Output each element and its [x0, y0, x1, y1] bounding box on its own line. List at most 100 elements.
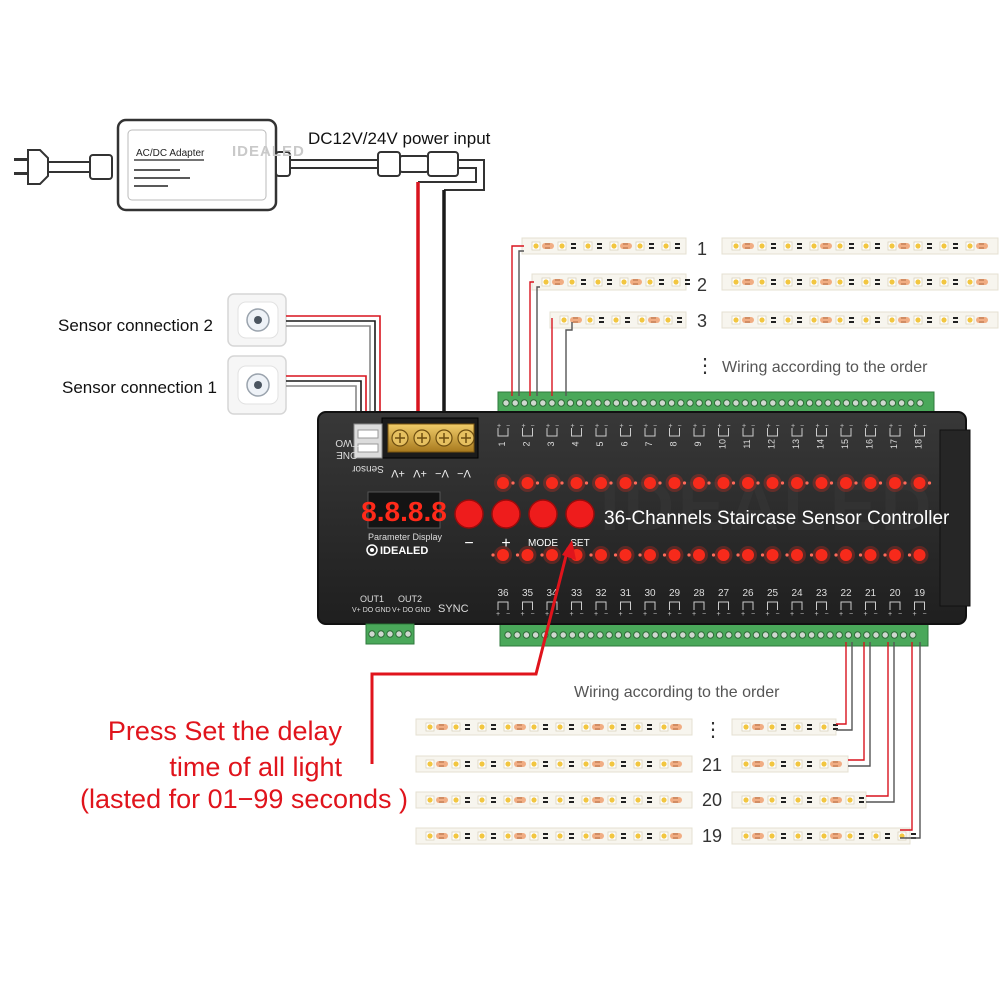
minus-label: − [464, 535, 473, 552]
channel-label-bottom: 34 [546, 588, 558, 599]
terminal-screw [807, 631, 816, 639]
minus-button[interactable] [454, 499, 484, 529]
svg-text:+: + [570, 611, 574, 618]
svg-text:−: − [531, 423, 535, 430]
led-strip-2b [721, 273, 999, 291]
terminal-screw [778, 399, 786, 407]
svg-text:−: − [923, 423, 927, 430]
channel-label-top: 13 [791, 439, 801, 449]
svg-text:+: + [815, 611, 819, 618]
terminal-screw [872, 631, 880, 639]
svg-text:−: − [776, 423, 780, 430]
svg-text:+: + [619, 611, 623, 618]
svg-text:+: + [914, 423, 918, 430]
channel-label-bottom: 32 [595, 588, 607, 599]
plus-label: + [501, 535, 510, 552]
svg-text:−: − [678, 611, 682, 618]
vdots-bottom: ⋮ [703, 719, 723, 741]
set-pointer-arrow [370, 540, 576, 764]
channel-led [889, 477, 901, 489]
terminal-screw [594, 399, 602, 407]
channel-led [815, 477, 828, 489]
svg-text:+: + [669, 423, 673, 430]
controller-brand-watermark: IDEALED [600, 467, 935, 545]
svg-text:−: − [702, 611, 706, 618]
svg-text:−: − [751, 611, 755, 618]
terminal-screw [522, 631, 531, 639]
terminal-screw [863, 631, 871, 639]
svg-text:+: + [522, 423, 526, 430]
channel-led [497, 477, 509, 489]
terminal-screw [890, 631, 899, 639]
channel-led [717, 549, 730, 561]
svg-text:+: + [741, 611, 745, 618]
channel-label-bottom: 26 [742, 588, 754, 599]
terminal-screw [787, 399, 795, 407]
svg-text:+: + [864, 611, 868, 618]
svg-text:−: − [629, 423, 633, 430]
top-strip-wires [511, 245, 573, 396]
channel-label-top: 14 [816, 439, 826, 449]
terminal-screw [513, 631, 521, 639]
channel-label-top: 4 [571, 441, 581, 446]
led-strip-21a [415, 755, 693, 773]
channel-label-bottom: 36 [497, 588, 509, 599]
vdots-top: ⋮ [695, 355, 715, 377]
svg-text:+: + [620, 423, 624, 430]
out1-label: OUT1 [360, 594, 384, 604]
svg-text:−: − [604, 423, 608, 430]
set-button[interactable] [565, 499, 595, 529]
terminal-screw [725, 631, 733, 639]
terminal-screw [706, 631, 715, 639]
terminal-screw [769, 399, 777, 407]
terminal-screw [575, 399, 584, 407]
strip-number-3: 3 [697, 311, 707, 331]
svg-text:−: − [825, 611, 829, 618]
sync-label: SYNC [438, 603, 469, 615]
controller-title: 36-Channels Staircase Sensor Controller [604, 508, 950, 529]
terminal-screw [529, 399, 538, 407]
terminal-screw [723, 399, 731, 407]
channel-label-bottom: 35 [522, 588, 534, 599]
channel-label-bottom: 22 [840, 588, 852, 599]
out2-label: OUT2 [398, 594, 422, 604]
channel-led [693, 549, 705, 561]
svg-text:+: + [791, 423, 795, 430]
channel-led [693, 477, 705, 489]
channel-led [644, 549, 656, 561]
terminal-screw [566, 399, 575, 407]
plus-button[interactable] [491, 499, 521, 529]
led-strip-19b [731, 827, 916, 845]
channel-led [864, 549, 877, 561]
set-label: SET [570, 538, 589, 549]
channel-label-top: 17 [889, 439, 899, 449]
terminal-screw [715, 631, 724, 639]
channel-label-bottom: 25 [767, 588, 779, 599]
channel-led [815, 549, 828, 561]
terminal-screw [550, 631, 558, 639]
mode-button[interactable] [528, 499, 558, 529]
channel-led [766, 477, 779, 489]
terminal-screw [605, 631, 613, 639]
terminal-screw [833, 399, 841, 407]
strip-number-20: 20 [702, 790, 722, 810]
channel-led [521, 549, 534, 561]
terminal-screw [704, 399, 713, 407]
mode-label: MODE [528, 538, 558, 549]
one-label: ONE [336, 449, 358, 460]
strip-number-2: 2 [697, 275, 707, 295]
svg-text:+: + [643, 611, 647, 618]
wiring-note-bottom: Wiring according to the order [574, 684, 780, 701]
channel-led [570, 477, 583, 489]
terminal-screw [826, 631, 834, 639]
svg-text:−: − [653, 423, 657, 430]
sensor-1 [227, 355, 287, 415]
svg-text:−: − [555, 611, 559, 618]
terminal-screw [614, 631, 623, 639]
svg-text:−: − [825, 423, 829, 430]
power-terminal [381, 417, 479, 459]
channel-label-top: 9 [693, 441, 703, 446]
terminal-screw [520, 399, 529, 407]
channel-label-bottom: 31 [620, 588, 632, 599]
